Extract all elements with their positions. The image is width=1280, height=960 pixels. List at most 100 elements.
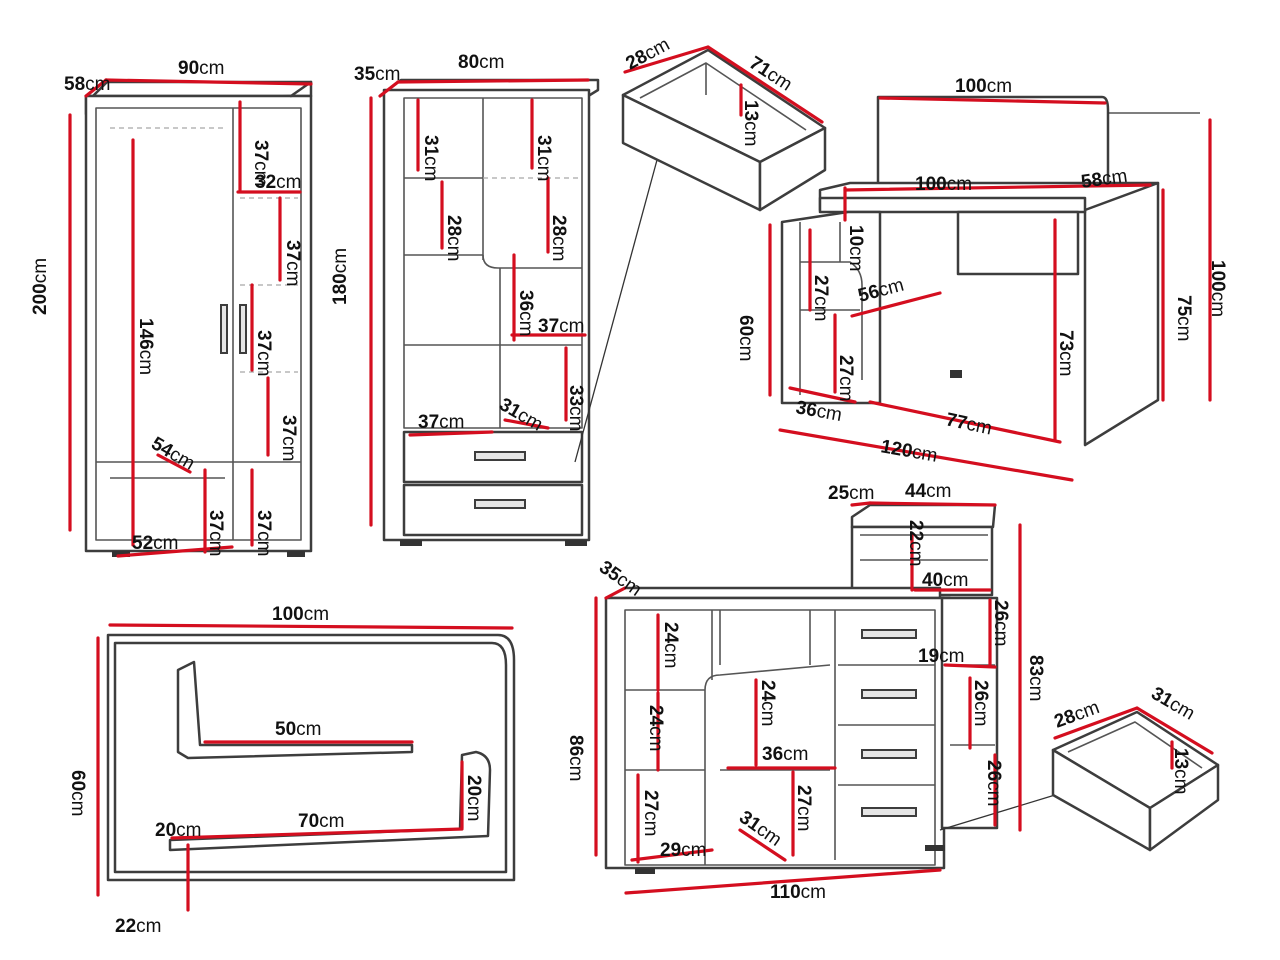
dimension-labels: 58cm90cm200cm146cm37cm32cm37cm37cm37cm54… <box>30 34 1228 937</box>
dim-label-desk-depth: 58cm <box>1080 166 1129 193</box>
dim-unit: cm <box>815 401 844 426</box>
dim-value: 37 <box>205 510 226 531</box>
dim-value: 28 <box>548 215 569 236</box>
dim-value: 44 <box>905 481 927 502</box>
dim-unit: cm <box>965 414 994 440</box>
dim-label-drawer-small-depth: 28cm <box>622 34 673 74</box>
dim-value: 10 <box>845 225 866 246</box>
dim-label-dresser-niche-width: 36cm <box>762 744 808 765</box>
dim-unit: cm <box>319 811 344 832</box>
dim-label-dresser-side-shelf-3: 26cm <box>983 760 1004 806</box>
dim-unit: cm <box>565 756 586 781</box>
dim-value: 180 <box>330 273 351 305</box>
dim-unit: cm <box>533 156 554 181</box>
dim-label-wardrobe-top-shelf: 37cm <box>250 140 271 186</box>
dim-value: 20 <box>463 775 484 796</box>
dim-value: 37 <box>278 415 299 436</box>
dim-value: 13 <box>740 100 761 121</box>
dim-value: 31 <box>533 135 554 157</box>
dim-value: 27 <box>835 355 856 376</box>
drawer-handle-bottom <box>474 499 526 509</box>
dim-label-drawer-small-height: 13cm <box>740 100 761 146</box>
dim-value: 27 <box>640 790 661 811</box>
dim-label-shelf-panel-height: 60cm <box>67 770 88 816</box>
door-handle-left <box>220 304 228 354</box>
dim-unit: cm <box>1173 316 1194 341</box>
dim-label-bookcase-top-left: 31cm <box>420 135 441 181</box>
dim-label-dresser-left-2: 24cm <box>645 705 666 751</box>
dim-unit: cm <box>990 621 1011 646</box>
dim-unit: cm <box>849 483 874 504</box>
dim-value: 100 <box>955 76 987 97</box>
dim-value: 37 <box>282 240 303 261</box>
dim-value: 29 <box>660 840 681 861</box>
dim-label-wardrobe-height: 200cm <box>30 258 51 315</box>
dim-label-wardrobe-width: 90cm <box>178 58 224 79</box>
dim-unit: cm <box>783 744 808 765</box>
dresser-handle-3 <box>861 749 917 759</box>
dim-unit: cm <box>463 796 484 821</box>
dim-value: 50 <box>275 719 296 740</box>
dim-value: 26 <box>983 760 1004 781</box>
dim-value: 19 <box>918 646 939 667</box>
dim-label-bookcase-mid-left: 28cm <box>443 215 464 261</box>
dim-unit: cm <box>330 248 351 273</box>
dim-unit: cm <box>559 316 584 337</box>
dim-label-bookcase-lower-left-width: 37cm <box>418 412 464 433</box>
dim-label-dresser-top-width: 44cm <box>905 481 951 502</box>
dim-unit: cm <box>253 351 274 376</box>
dim-unit: cm <box>565 406 586 431</box>
dim-value: 22 <box>115 916 136 937</box>
dim-label-dresser-total-width: 110cm <box>770 882 826 903</box>
dim-value: 26 <box>970 680 991 701</box>
dresser-handle-2 <box>861 689 917 699</box>
dim-label-desk-panel-width: 100cm <box>915 174 972 195</box>
dim-unit: cm <box>136 916 161 937</box>
dim-label-shelf-panel-bottom-depth: 22cm <box>115 916 161 937</box>
dim-label-dresser-top-depth: 25cm <box>828 483 874 504</box>
dim-label-shelf-panel-shelf-2: 70cm <box>298 811 344 832</box>
dim-label-dresser-top-shelf: 22cm <box>905 520 926 566</box>
dim-value: 28 <box>443 215 464 236</box>
dim-unit: cm <box>1055 351 1076 376</box>
dim-label-dresser-left-3: 27cm <box>640 790 661 836</box>
dim-unit: cm <box>85 74 110 95</box>
dresser-handle-4 <box>861 807 917 817</box>
dimension-lines <box>68 45 1214 912</box>
drawer-handle-top <box>474 451 526 461</box>
dim-value: 33 <box>565 385 586 406</box>
dim-unit: cm <box>253 531 274 556</box>
dim-value: 60 <box>735 315 756 336</box>
dim-label-dresser-height: 86cm <box>565 735 586 781</box>
dim-value: 60 <box>67 770 88 791</box>
dim-label-wardrobe-depth: 58cm <box>64 74 110 95</box>
dim-label-wardrobe-shelf-2: 37cm <box>282 240 303 286</box>
dim-value: 70 <box>298 811 319 832</box>
dim-value: 100 <box>272 604 304 625</box>
dim-value: 36 <box>515 290 536 311</box>
dim-unit: cm <box>205 531 226 556</box>
dim-label-dresser-niche-1: 24cm <box>757 680 778 726</box>
dim-value: 25 <box>828 483 850 504</box>
dim-value: 120 <box>879 436 914 462</box>
dim-label-dresser-total-height: 83cm <box>1025 655 1046 701</box>
dim-unit: cm <box>375 64 400 85</box>
dim-unit: cm <box>740 121 761 146</box>
dim-unit: cm <box>515 311 536 336</box>
dim-value: 58 <box>1080 169 1104 193</box>
dim-label-wardrobe-bottom-left: 37cm <box>205 510 226 556</box>
dim-unit: cm <box>296 719 321 740</box>
dim-value: 27 <box>810 275 831 296</box>
dim-unit: cm <box>905 541 926 566</box>
dim-value: 26 <box>990 600 1011 621</box>
dim-label-drawer-right-height: 13cm <box>1170 748 1191 794</box>
dim-label-bookcase-height: 180cm <box>330 248 351 305</box>
dim-unit: cm <box>30 258 51 283</box>
dim-unit: cm <box>845 246 866 271</box>
dim-value: 36 <box>794 397 818 421</box>
dim-value: 100 <box>915 174 947 195</box>
dim-label-desk-top-gap: 10cm <box>845 225 866 271</box>
dim-value: 58 <box>64 74 85 95</box>
dim-unit: cm <box>278 436 299 461</box>
